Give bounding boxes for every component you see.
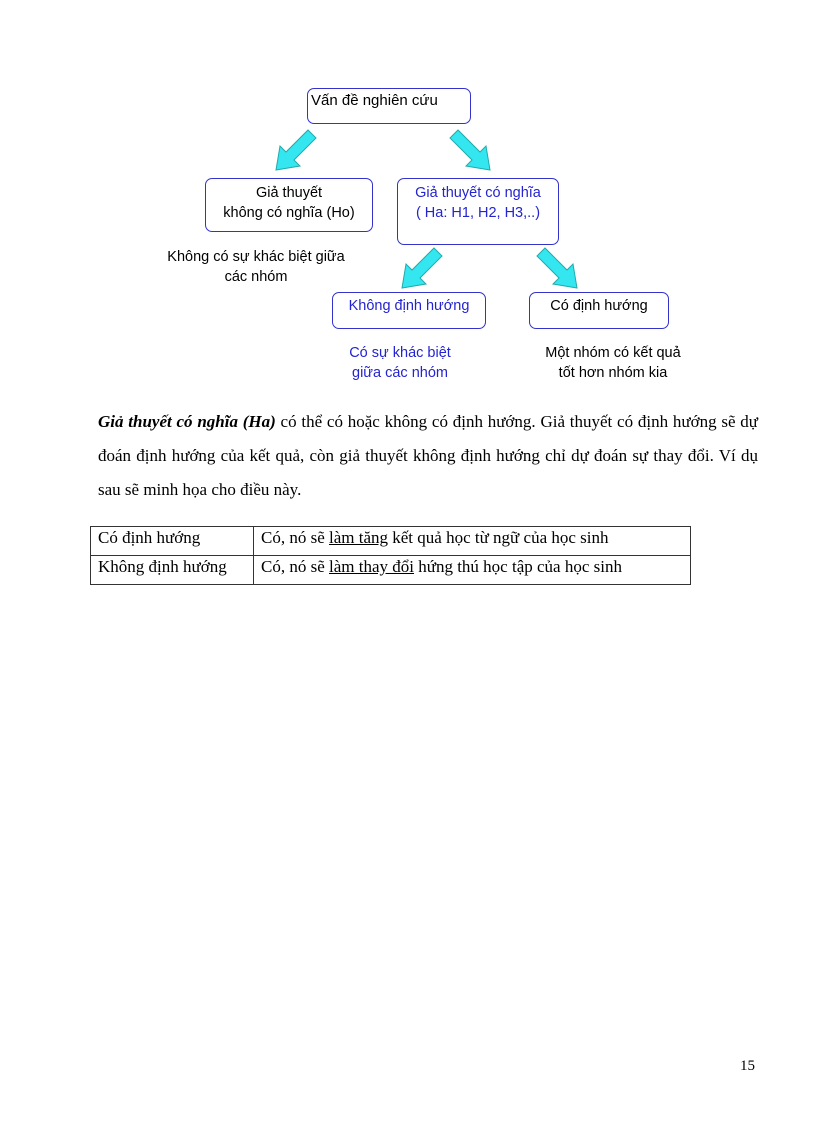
alt-hypothesis-line2: ( Ha: H1, H2, H3,..) xyxy=(415,205,541,221)
paragraph-lead: Giả thuyết có nghĩa (Ha) xyxy=(98,412,276,431)
arrow-down-left-icon xyxy=(401,247,443,289)
row-label: Có định hướng xyxy=(90,526,254,556)
page-number: 15 xyxy=(740,1058,755,1074)
row-label: Không định hướng xyxy=(90,555,254,585)
null-hypothesis-box: Giả thuyết không có nghĩa (Ho) xyxy=(205,178,373,232)
arrow-down-right-icon xyxy=(536,247,578,289)
null-hypothesis-line1: Giả thuyết xyxy=(255,185,323,201)
table-row: Không định hướng Có, nó sẽ làm thay đổi … xyxy=(90,555,691,585)
alt-hypothesis-line1: Giả thuyết có nghĩa xyxy=(415,185,541,201)
body-paragraph: Giả thuyết có nghĩa (Ha) có thể có hoặc … xyxy=(98,405,758,507)
paragraph-text: có thể có hoặc không có định hướng. Giả … xyxy=(98,412,758,499)
row-example: Có, nó sẽ làm thay đổi hứng thú học tập … xyxy=(253,555,691,585)
example-table: Có định hướng Có, nó sẽ làm tăng kết quả… xyxy=(90,526,691,585)
null-hypothesis-line2: không có nghĩa (Ho) xyxy=(223,205,355,221)
arrow-down-left-icon xyxy=(275,129,317,171)
root-label: Vấn đề nghiên cứu xyxy=(311,92,438,109)
root-box: Vấn đề nghiên cứu xyxy=(307,88,471,124)
row-example: Có, nó sẽ làm tăng kết quả học từ ngữ củ… xyxy=(253,526,691,556)
alt-hypothesis-box: Giả thuyết có nghĩa ( Ha: H1, H2, H3,..) xyxy=(397,178,559,245)
table-row: Có định hướng Có, nó sẽ làm tăng kết quả… xyxy=(90,526,691,556)
arrow-down-right-icon xyxy=(449,129,491,171)
non-directional-box: Không định hướng xyxy=(332,292,486,329)
directional-note: Một nhóm có kết quả tốt hơn nhóm kia xyxy=(545,345,681,381)
null-note: Không có sự khác biệt giữa các nhóm xyxy=(167,249,345,285)
directional-box: Có định hướng xyxy=(529,292,669,329)
non-directional-note: Có sự khác biệt giữa các nhóm xyxy=(349,345,451,381)
